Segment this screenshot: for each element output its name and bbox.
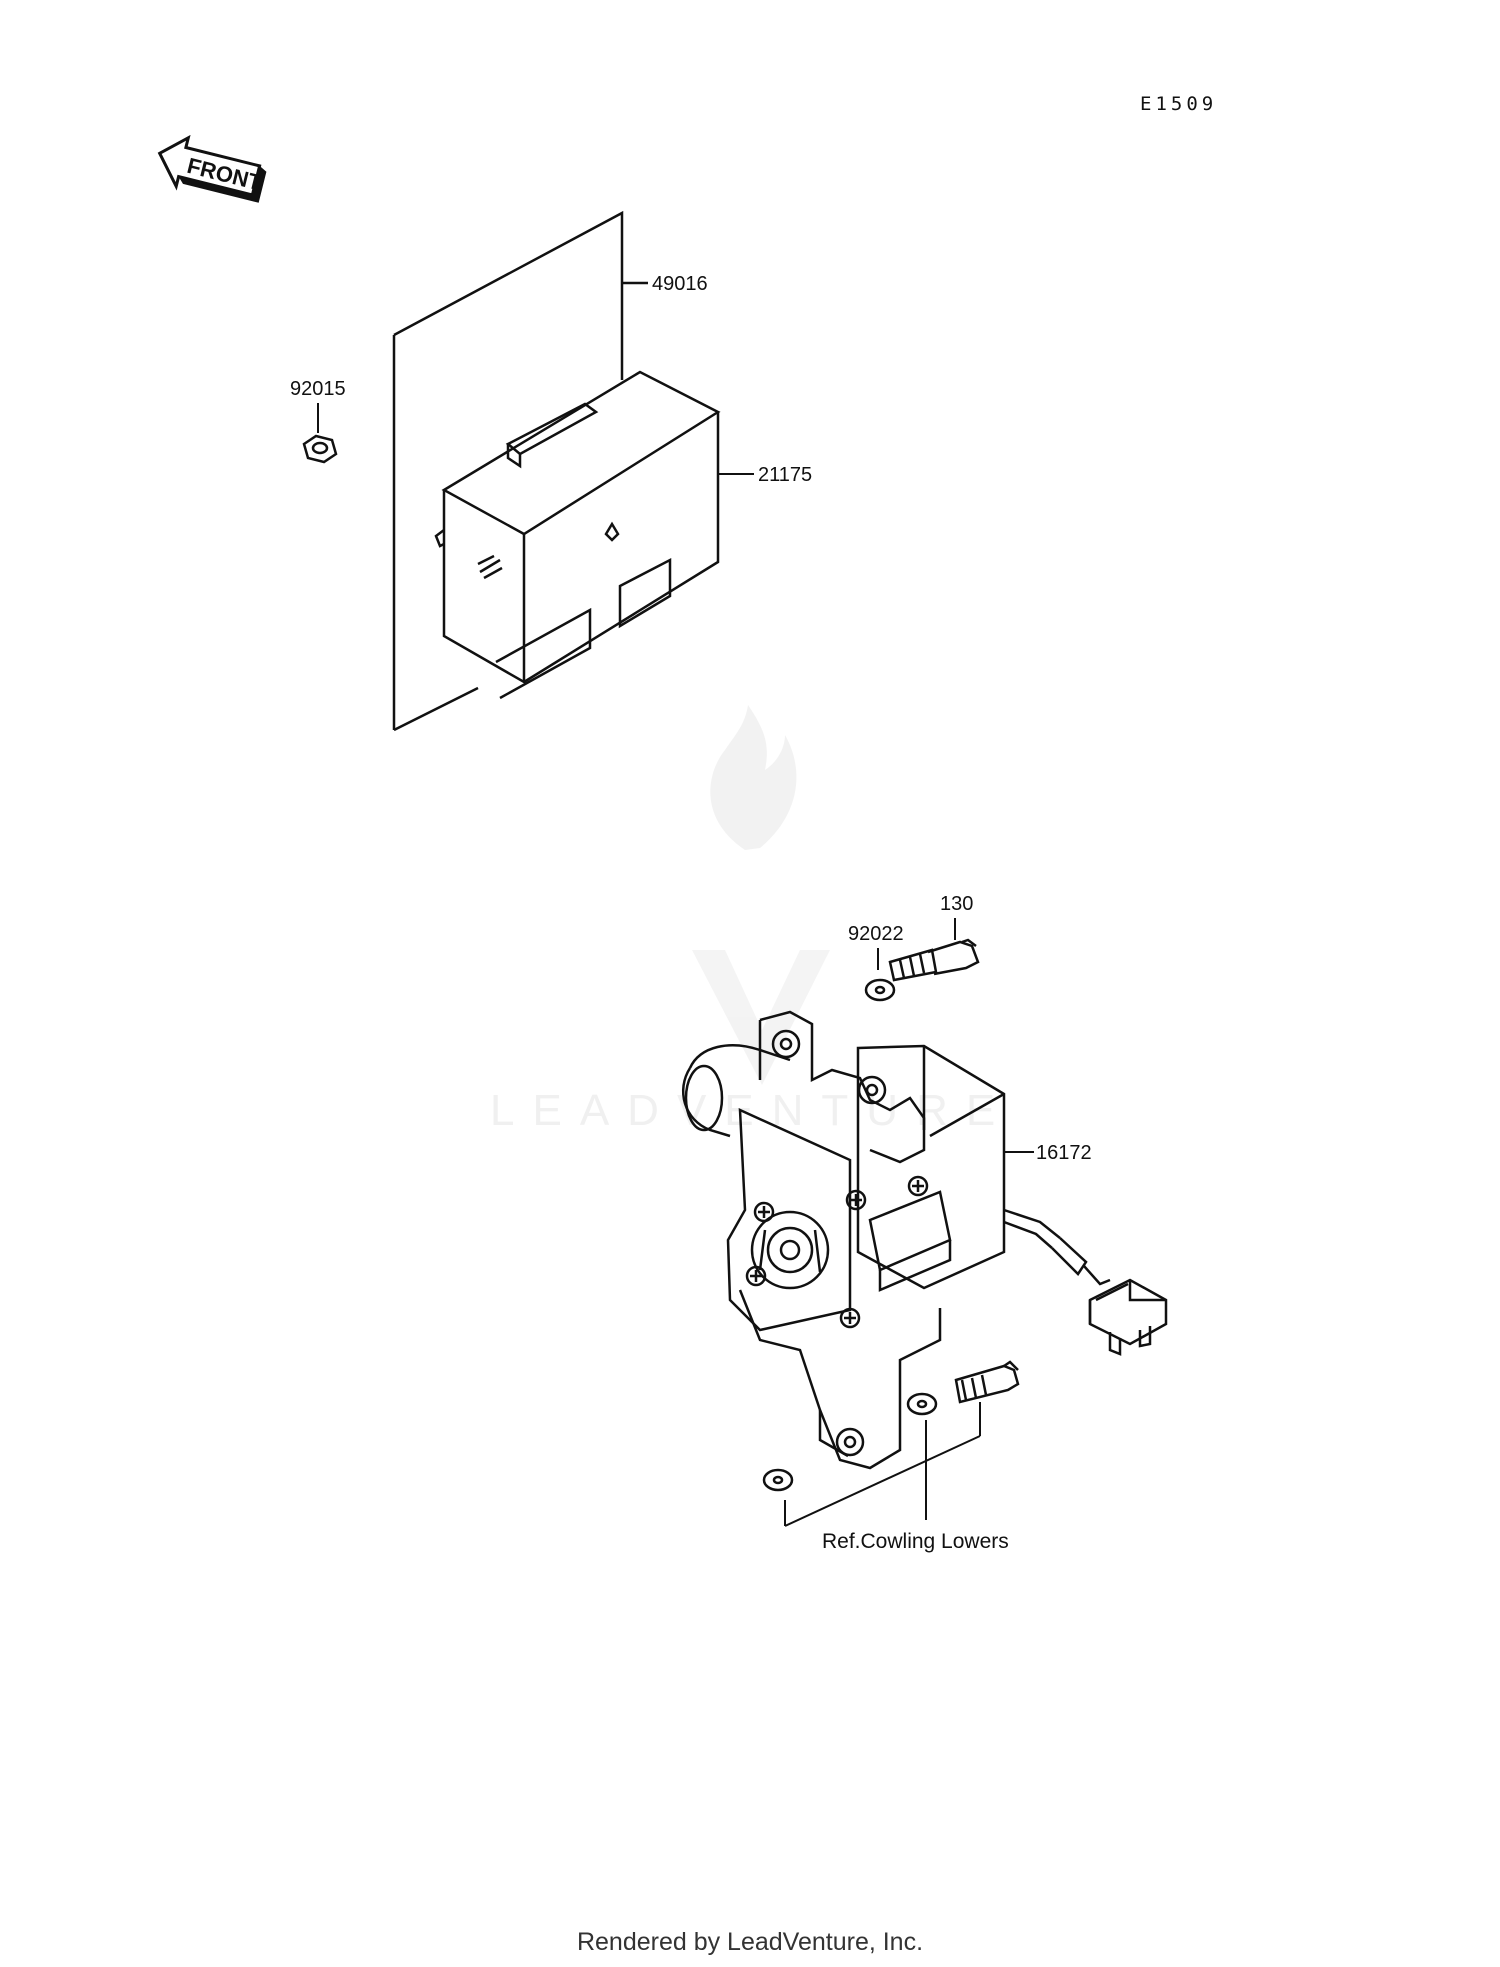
flame-icon <box>710 705 797 850</box>
callout-92022: 92022 <box>848 923 904 945</box>
ref-bracket-lines <box>784 1402 981 1527</box>
rendered-by-footer: Rendered by LeadVenture, Inc. <box>576 1928 924 1956</box>
front-arrow-icon: FRONT <box>157 134 267 203</box>
part-16172-actuator <box>681 1010 1168 1470</box>
part-92015-nut <box>302 434 338 464</box>
callout-49016: 49016 <box>652 273 708 295</box>
part-49016-sheet <box>392 210 648 732</box>
part-130-bolt <box>888 938 980 982</box>
callout-16172: 16172 <box>1036 1142 1092 1164</box>
callout-21175: 21175 <box>758 464 812 486</box>
screw-heads <box>745 1175 929 1329</box>
lower-washer-icon <box>762 1392 938 1492</box>
watermark-text: LEADVENTURE <box>490 1086 1013 1135</box>
lower-bolt-icon <box>954 1360 1020 1404</box>
v-logo-icon <box>692 950 830 1085</box>
callout-92015: 92015 <box>290 378 346 400</box>
leadventure-watermark: LEADVENTURE <box>490 705 1013 1135</box>
part-92022-washer <box>864 978 896 1002</box>
part-21175-control-unit <box>434 370 721 700</box>
diagram-code: E1509 <box>1140 93 1217 115</box>
ref-cowling-lowers: Ref.Cowling Lowers <box>822 1530 1009 1553</box>
callout-130: 130 <box>940 893 973 915</box>
